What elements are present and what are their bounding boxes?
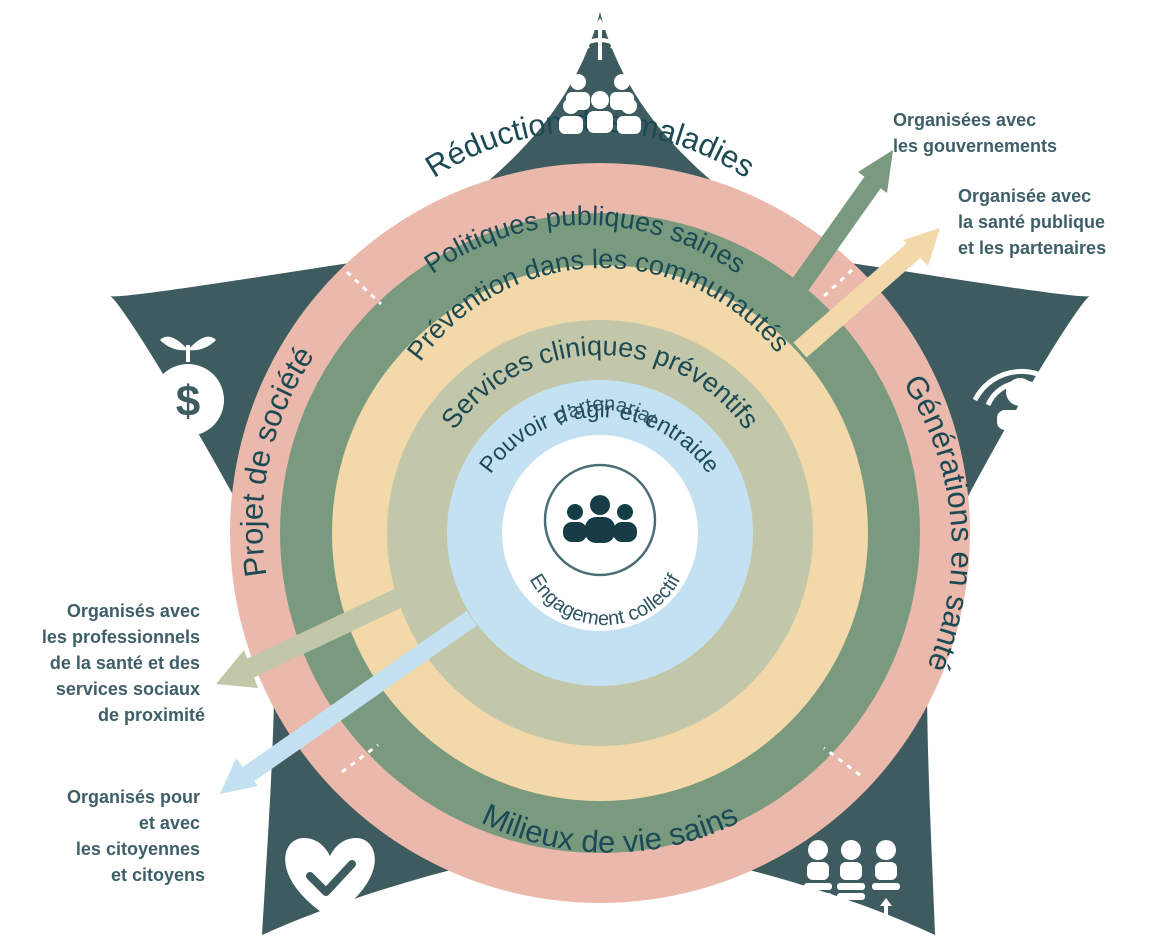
outer-ring-separators: [341, 268, 861, 777]
arrow-yellow: [793, 228, 940, 358]
arrow-sage: [216, 585, 410, 688]
money-plant-globe-icon: $: [152, 336, 224, 436]
arrow-blue: [220, 610, 478, 794]
group-arrows-up-icon: [558, 18, 642, 134]
arrow-green: [791, 150, 893, 291]
annotation-sage: Organisés avec les professionnels de la …: [42, 601, 205, 725]
people-stacks-growth-icon: [804, 840, 900, 916]
annotation-yellow: Organisée avec la santé publique et les …: [958, 186, 1110, 258]
person-broadcast-icon: [972, 368, 1068, 430]
annotation-blue: Organisés pour et avec les citoyennes et…: [67, 787, 205, 885]
heart-check-icon: [285, 838, 375, 918]
center-cycle-circle: [543, 463, 657, 577]
svg-text:$: $: [176, 377, 200, 426]
people-group-cycle-icon: [563, 495, 637, 543]
annotation-green: Organisées avec les gouvernements: [893, 110, 1057, 156]
